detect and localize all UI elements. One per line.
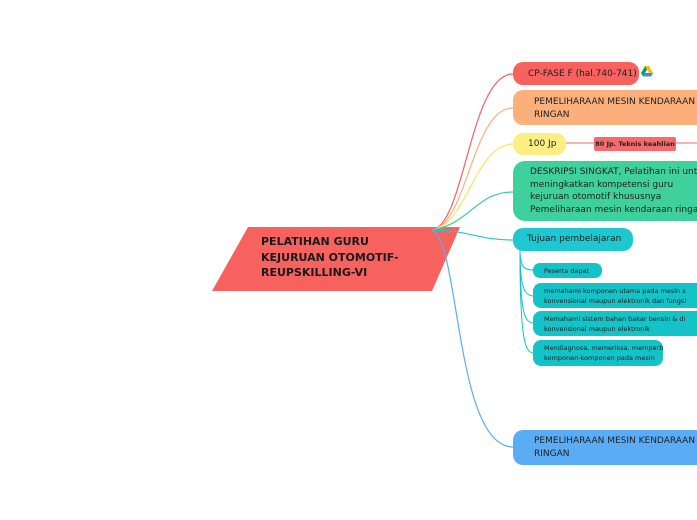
node-deskripsi-line-1: DESKRIPSI SINGKAT, Pelatihan ini untuk — [530, 167, 697, 177]
node-tujuan[interactable]: Tujuan pembelajaran — [513, 228, 633, 251]
node-sub-peserta[interactable]: Peserta dapat — [533, 263, 602, 278]
node-deskripsi-line-2: meningkatkan kompetensi guru — [530, 179, 674, 190]
node-sub-2-line-1: memahami komponen utama pada mesin s — [544, 287, 686, 295]
node-sub-2-line-2: konvensional maupun elektronik dan fungs… — [544, 297, 687, 305]
node-pemeliharaan-1[interactable]: PEMELIHARAAN MESIN KENDARAAN RINGAN — [513, 90, 697, 125]
node-deskripsi-line-4: Pemeliharaan mesin kendaraan ringan. — [530, 204, 697, 215]
node-cp-fase[interactable]: CP-FASE F (hal.740-741) — [513, 62, 639, 85]
node-sub-4[interactable]: Mendiagnosa, memeriksa, memperbaiki komp… — [533, 340, 663, 366]
connector-pemeliharaan-1 — [431, 107, 514, 231]
connector-cp-fase — [431, 73, 514, 231]
central-topic[interactable]: PELATIHAN GURU KEJURUAN OTOMOTIF- REUPSK… — [261, 234, 431, 281]
node-deskripsi-line-3: kejuruan otomotif khususnya — [530, 192, 662, 202]
node-tujuan-label: Tujuan pembelajaran — [527, 234, 622, 244]
node-sub-3-line-2: konvensional maupun elektronik — [544, 325, 650, 333]
node-cp-fase-label: CP-FASE F (hal.740-741) — [528, 69, 637, 79]
node-sub-3-line-1: Memahami sistem bahan bakar bensin & di — [544, 315, 686, 323]
node-pemeliharaan-2-line-2: RINGAN — [534, 448, 570, 459]
node-pemeliharaan-2[interactable]: PEMELIHARAAN MESIN KENDARAAN RINGAN — [513, 430, 697, 465]
central-topic-shape[interactable] — [212, 227, 460, 291]
connector-sub-3 — [519, 249, 534, 324]
connector-jp — [431, 143, 514, 231]
node-deskripsi[interactable]: DESKRIPSI SINGKAT, Pelatihan ini untuk m… — [513, 161, 697, 221]
node-sub-3[interactable]: Memahami sistem bahan bakar bensin & di … — [533, 311, 697, 336]
connector-sub-4 — [519, 249, 534, 354]
node-jp-tag[interactable]: 80 Jp. Teknis keahlian — [594, 137, 676, 151]
central-line-3: REUPSKILLING-VI — [261, 266, 368, 279]
connector-tujuan — [431, 229, 514, 241]
node-pemeliharaan-2-line-1: PEMELIHARAAN MESIN KENDARAAN — [534, 436, 696, 446]
node-jp-label: 100 Jp — [528, 139, 557, 149]
central-line-1: PELATIHAN GURU — [261, 235, 369, 248]
node-sub-4-line-1: Mendiagnosa, memeriksa, memperbaiki — [544, 344, 663, 352]
connector-sub-1 — [519, 249, 534, 271]
connector-pemeliharaan-2 — [431, 229, 514, 448]
node-sub-2[interactable]: memahami komponen utama pada mesin s kon… — [533, 283, 697, 308]
node-sub-4-line-2: komponen-komponen pada mesin — [544, 354, 655, 362]
central-line-2: KEJURUAN OTOMOTIF- — [261, 250, 399, 264]
connector-deskripsi — [431, 191, 514, 231]
connector-sub-2 — [519, 249, 534, 297]
node-sub-peserta-label: Peserta dapat — [544, 267, 590, 275]
node-jp[interactable]: 100 Jp — [513, 133, 566, 155]
google-drive-icon[interactable] — [641, 66, 653, 77]
node-pemeliharaan-1-line-1: PEMELIHARAAN MESIN KENDARAAN — [534, 97, 696, 107]
node-pemeliharaan-1-line-2: RINGAN — [534, 109, 570, 120]
